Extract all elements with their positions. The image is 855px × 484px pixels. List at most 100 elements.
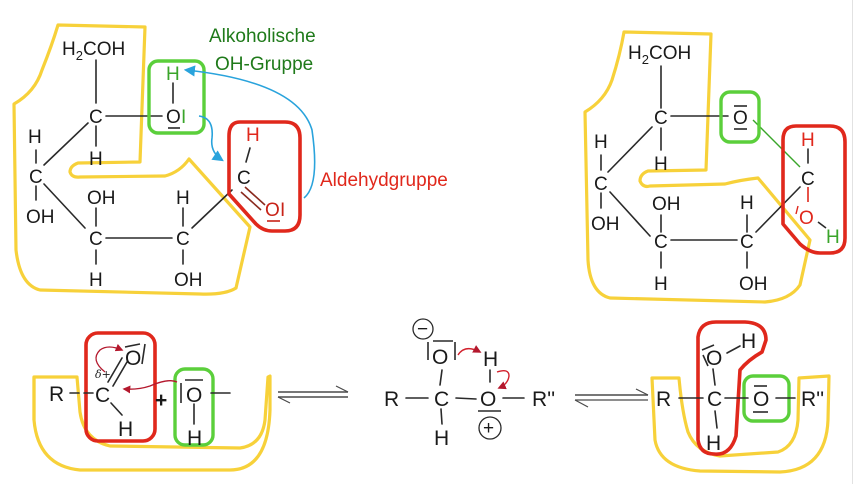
atom-hydrogen: H [594,132,608,153]
atom-carbon: C [29,167,43,188]
atom-carbon: C [434,388,449,411]
atom-hydroxyl: OH [87,188,116,209]
atom-hydroxyl: OH [174,270,203,291]
anomeric-group: H C O H [781,124,847,255]
alcohol-label-line1: Alkoholische [209,26,316,47]
negative-charge-circle [412,318,434,340]
equilibrium-arrow-2 [574,388,649,408]
lone-pair: I [280,200,285,221]
atom-r: R [656,388,671,411]
alcohol-label-line2: OH-Gruppe [215,54,313,75]
molecule-outline [650,374,831,474]
atom-carbon: C [740,232,754,253]
atom-oxygen: O [125,347,141,370]
group-labels: Alkoholische OH-Gruppe Aldehydgruppe [209,26,448,191]
atom-carbon: C [95,384,110,407]
electron-flow-arrow [198,115,224,162]
atom-hydroxyl: OH [26,207,55,228]
atom-carbon: C [801,169,815,190]
atom-carbon: C [176,229,190,250]
atoms: H2COH C H H C OH OH C H H C OH [26,39,203,291]
atom-hydroxyl: OH [739,274,768,295]
anomeric-group-highlight [781,124,847,255]
atom-carbon: C [654,108,668,129]
atom-oxygen: O [733,108,748,129]
molecule-outline [12,23,252,296]
edge-divider [852,0,853,484]
atom-oxygen: O [799,208,814,229]
atom-hydrogen: H [176,188,190,209]
plus-sign: + [155,389,167,412]
atom-carbon: C [707,388,722,411]
bonds [600,65,827,269]
atom-oxygen: O [186,384,202,407]
mechanism-arrow [496,369,510,390]
lone-pair: I [181,107,186,128]
atom-oxygen: O [480,388,496,411]
atom-hydrogen: H [740,193,754,214]
cyclic-molecule: H2COH C H H C OH OH C H H C OH O H C O H [583,30,847,304]
hemiacetal-oh-highlight [696,320,768,456]
aldehyde-group-highlight [227,120,302,233]
atom-r: R [384,388,399,411]
ring-oxygen-highlight [719,90,761,144]
atom-hydrogen: H [741,330,756,353]
atom-hydrogen: H [654,274,668,295]
atom-r-double-prime: R'' [801,388,824,411]
atom-carbon: C [654,232,668,253]
open-chain-molecule: H2COH C H H C OH OH C H H C OH H O I H C… [12,23,316,296]
atom-hydrogen: H [706,432,721,455]
product: R C H O H O R'' [650,320,831,474]
atom-r: R [49,383,64,406]
alcohol-group-highlight [173,367,215,447]
molecule-outline [583,30,812,304]
molecule-outline [32,374,272,472]
atom-hydrogen: H [89,149,103,170]
atom-hydrogen: H [166,64,180,85]
atom-hydroxyl: OH [591,214,620,235]
aldehyde-label: Aldehydgruppe [320,170,448,191]
aldehyde-group: H C O I [227,120,302,233]
atoms: H2COH C H H C OH OH C H H C OH [591,43,768,295]
atom-hydrogen: H [801,130,815,151]
bonds [35,59,266,265]
positive-charge-circle [478,416,502,440]
aldehyde-group-highlight [84,331,157,443]
atom-hydrogen: H [28,127,42,148]
svg-text:H2COH: H2COH [628,43,691,67]
atom-hydrogen: H [434,427,449,450]
atom-hydrogen: H [187,427,202,450]
proton-transfer-arrow [183,65,316,199]
negative-charge: − [417,319,428,340]
intermediate: − O H R C H O R'' + [384,318,555,450]
atom-oxygen: O [753,388,769,411]
atom-hydrogen: H [89,270,103,291]
atom-hydrogen: H [826,227,840,248]
atom-oxygen: O [265,200,280,221]
atom-carbon: C [594,174,608,195]
atom-hydrogen: H [483,348,498,371]
positive-charge: + [483,418,494,439]
partial-charge: δ+ [95,368,111,381]
atom-oxygen: O [166,107,181,128]
alcohol-oh-group: H O I [147,59,206,135]
equilibrium-arrow-1 [277,385,349,404]
atom-hydroxyl: OH [652,194,681,215]
mechanism-arrow [95,343,124,373]
svg-text:H2COH: H2COH [62,39,125,63]
atom-hydrogen: H [118,418,133,441]
mechanism-arrow [122,380,178,394]
mechanism-arrow [457,345,482,356]
atom-carbon: C [237,168,251,189]
atom-hydrogen: H [654,154,668,175]
atom-r-double-prime: R'' [532,388,555,411]
atom-carbon: C [89,107,103,128]
atom-hydrogen: H [246,125,260,146]
atom-oxygen: O [706,347,722,370]
bonds [69,343,231,425]
atom-carbon: C [89,229,103,250]
atom-oxygen: O [432,346,448,369]
reactants: R C O H δ+ + O H [32,331,272,472]
